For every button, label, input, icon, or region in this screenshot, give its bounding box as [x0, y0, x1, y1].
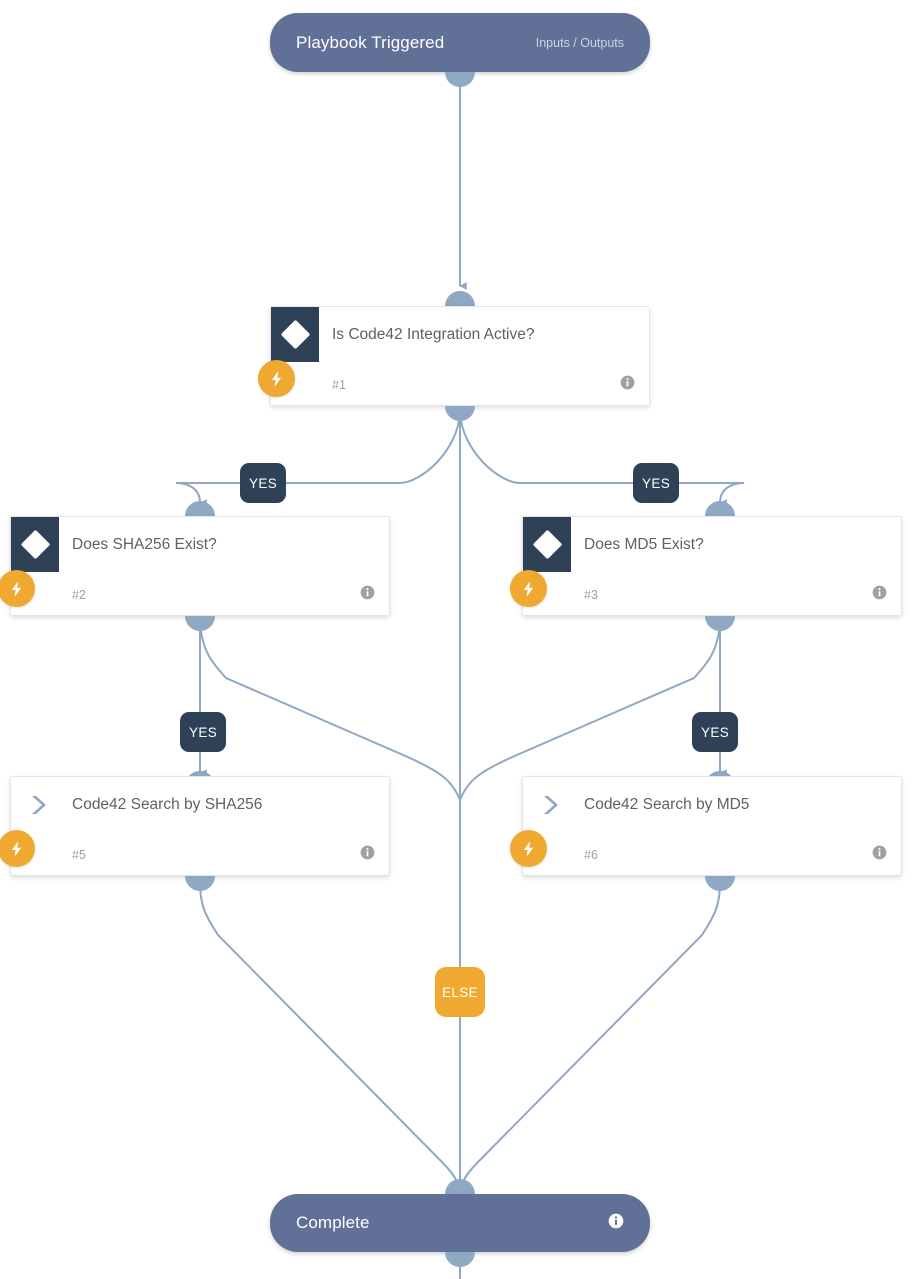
node-code42-search-by-md5[interactable]: Code42 Search by MD5 #6	[510, 776, 902, 877]
port-in-step2[interactable]	[185, 501, 215, 516]
step2-number: #2	[72, 587, 86, 602]
port-in-complete[interactable]	[445, 1179, 475, 1194]
playbook-triggered-inputs-outputs-link[interactable]: Inputs / Outputs	[535, 35, 624, 50]
step1-title: Is Code42 Integration Active?	[332, 325, 535, 343]
step1-header: Is Code42 Integration Active?	[271, 307, 649, 362]
node-playbook-triggered[interactable]: Playbook Triggered Inputs / Outputs	[270, 13, 650, 72]
step5-footer: #5	[0, 830, 389, 877]
port-out-step6[interactable]	[705, 876, 735, 891]
node-code42-search-by-sha256[interactable]: Code42 Search by SHA256 #5	[0, 776, 390, 877]
edge-step1-yes-right	[459, 411, 745, 507]
edge-search-sha256-to-complete	[199, 881, 468, 1191]
info-icon[interactable]	[608, 1213, 624, 1234]
bolt-icon	[510, 570, 547, 607]
port-out-step3[interactable]	[705, 616, 735, 631]
edge-search-md5-to-complete	[459, 881, 721, 1195]
decision-glyph-container	[523, 517, 571, 572]
diamond-icon	[532, 529, 562, 560]
port-out-playbook-triggered[interactable]	[445, 72, 475, 87]
diamond-icon	[20, 529, 50, 560]
decision-glyph-container	[271, 307, 319, 362]
branch-label-yes-step1-right[interactable]: YES	[633, 463, 680, 503]
step5-title: Code42 Search by SHA256	[72, 795, 263, 813]
port-out-complete[interactable]	[445, 1252, 475, 1267]
bolt-icon	[510, 830, 547, 867]
step2-header: Does SHA256 Exist?	[11, 517, 389, 572]
step6-footer: #6	[510, 830, 901, 877]
branch-label-yes-step2[interactable]: YES	[180, 712, 227, 752]
branch-label-else-step1[interactable]: ELSE	[435, 967, 485, 1017]
node-complete[interactable]: Complete	[270, 1194, 650, 1252]
bolt-icon	[0, 570, 35, 607]
step3-title: Does MD5 Exist?	[584, 535, 704, 553]
step3-header: Does MD5 Exist?	[523, 517, 901, 572]
step6-number: #6	[584, 847, 598, 862]
port-out-step1[interactable]	[445, 406, 475, 421]
node-is-code42-integration-active[interactable]: Is Code42 Integration Active? #1	[258, 306, 650, 407]
playbook-triggered-title: Playbook Triggered	[296, 32, 445, 52]
info-icon[interactable]	[872, 845, 887, 865]
step2-footer: #2	[0, 570, 389, 617]
info-icon[interactable]	[360, 845, 375, 865]
edge-step1-yes-left	[175, 411, 461, 507]
info-icon[interactable]	[620, 375, 635, 395]
info-icon[interactable]	[360, 585, 375, 605]
chevron-right-icon	[29, 777, 51, 832]
port-out-step2[interactable]	[185, 616, 215, 631]
step1-number: #1	[332, 377, 346, 392]
step5-number: #5	[72, 847, 86, 862]
step6-title: Code42 Search by MD5	[584, 795, 750, 813]
step2-title: Does SHA256 Exist?	[72, 535, 217, 553]
edge-sha256-no-to-center	[199, 621, 461, 801]
node-does-md5-exist[interactable]: Does MD5 Exist? #3	[510, 516, 902, 617]
step3-number: #3	[584, 587, 598, 602]
chevron-right-icon	[541, 777, 563, 832]
port-in-step1[interactable]	[445, 291, 475, 306]
bolt-icon	[0, 830, 35, 867]
branch-label-yes-step3[interactable]: YES	[692, 712, 739, 752]
step5-header: Code42 Search by SHA256	[11, 777, 389, 832]
step3-footer: #3	[510, 570, 901, 617]
edge-md5-no-to-center	[459, 621, 721, 801]
decision-glyph-container	[11, 517, 59, 572]
step6-header: Code42 Search by MD5	[523, 777, 901, 832]
diamond-icon	[280, 319, 310, 350]
node-does-sha256-exist[interactable]: Does SHA256 Exist? #2	[0, 516, 390, 617]
info-icon[interactable]	[872, 585, 887, 605]
branch-label-yes-step1-left[interactable]: YES	[240, 463, 287, 503]
port-out-step5[interactable]	[185, 876, 215, 891]
bolt-icon	[258, 360, 295, 397]
complete-title: Complete	[296, 1213, 370, 1232]
port-in-step3[interactable]	[705, 501, 735, 516]
step1-footer: #1	[258, 360, 649, 407]
